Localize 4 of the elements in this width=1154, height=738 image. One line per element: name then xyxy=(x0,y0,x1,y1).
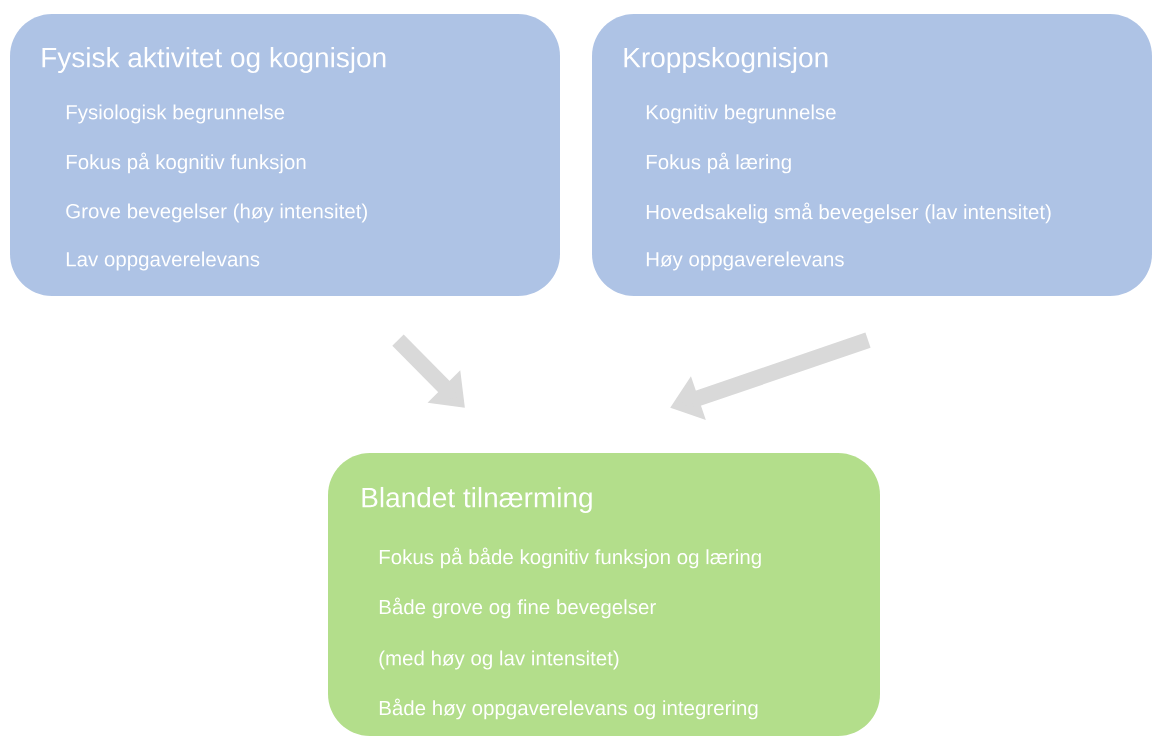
text-box: Kroppskognisjon Kognitiv begrunnelse Fokus på læring Hovedsakelig små bevegelser (lav intensitet) Høy oppgaverelevans xyxy=(592,14,1152,296)
block-arrow xyxy=(392,334,465,408)
text-box: Blandet tilnærming Fokus på både kognitiv funksjon og læring Både grove og fine bevegelser (med høy og lav intensitet) Både høy oppgaverelevans og integrering xyxy=(328,453,880,736)
text-box: Fysisk aktivitet og kognisjon Fysiologisk begrunnelse Fokus på kognitiv funksjon Grove bevegelser (høy intensitet) Lav oppgaverelevans xyxy=(10,14,560,296)
